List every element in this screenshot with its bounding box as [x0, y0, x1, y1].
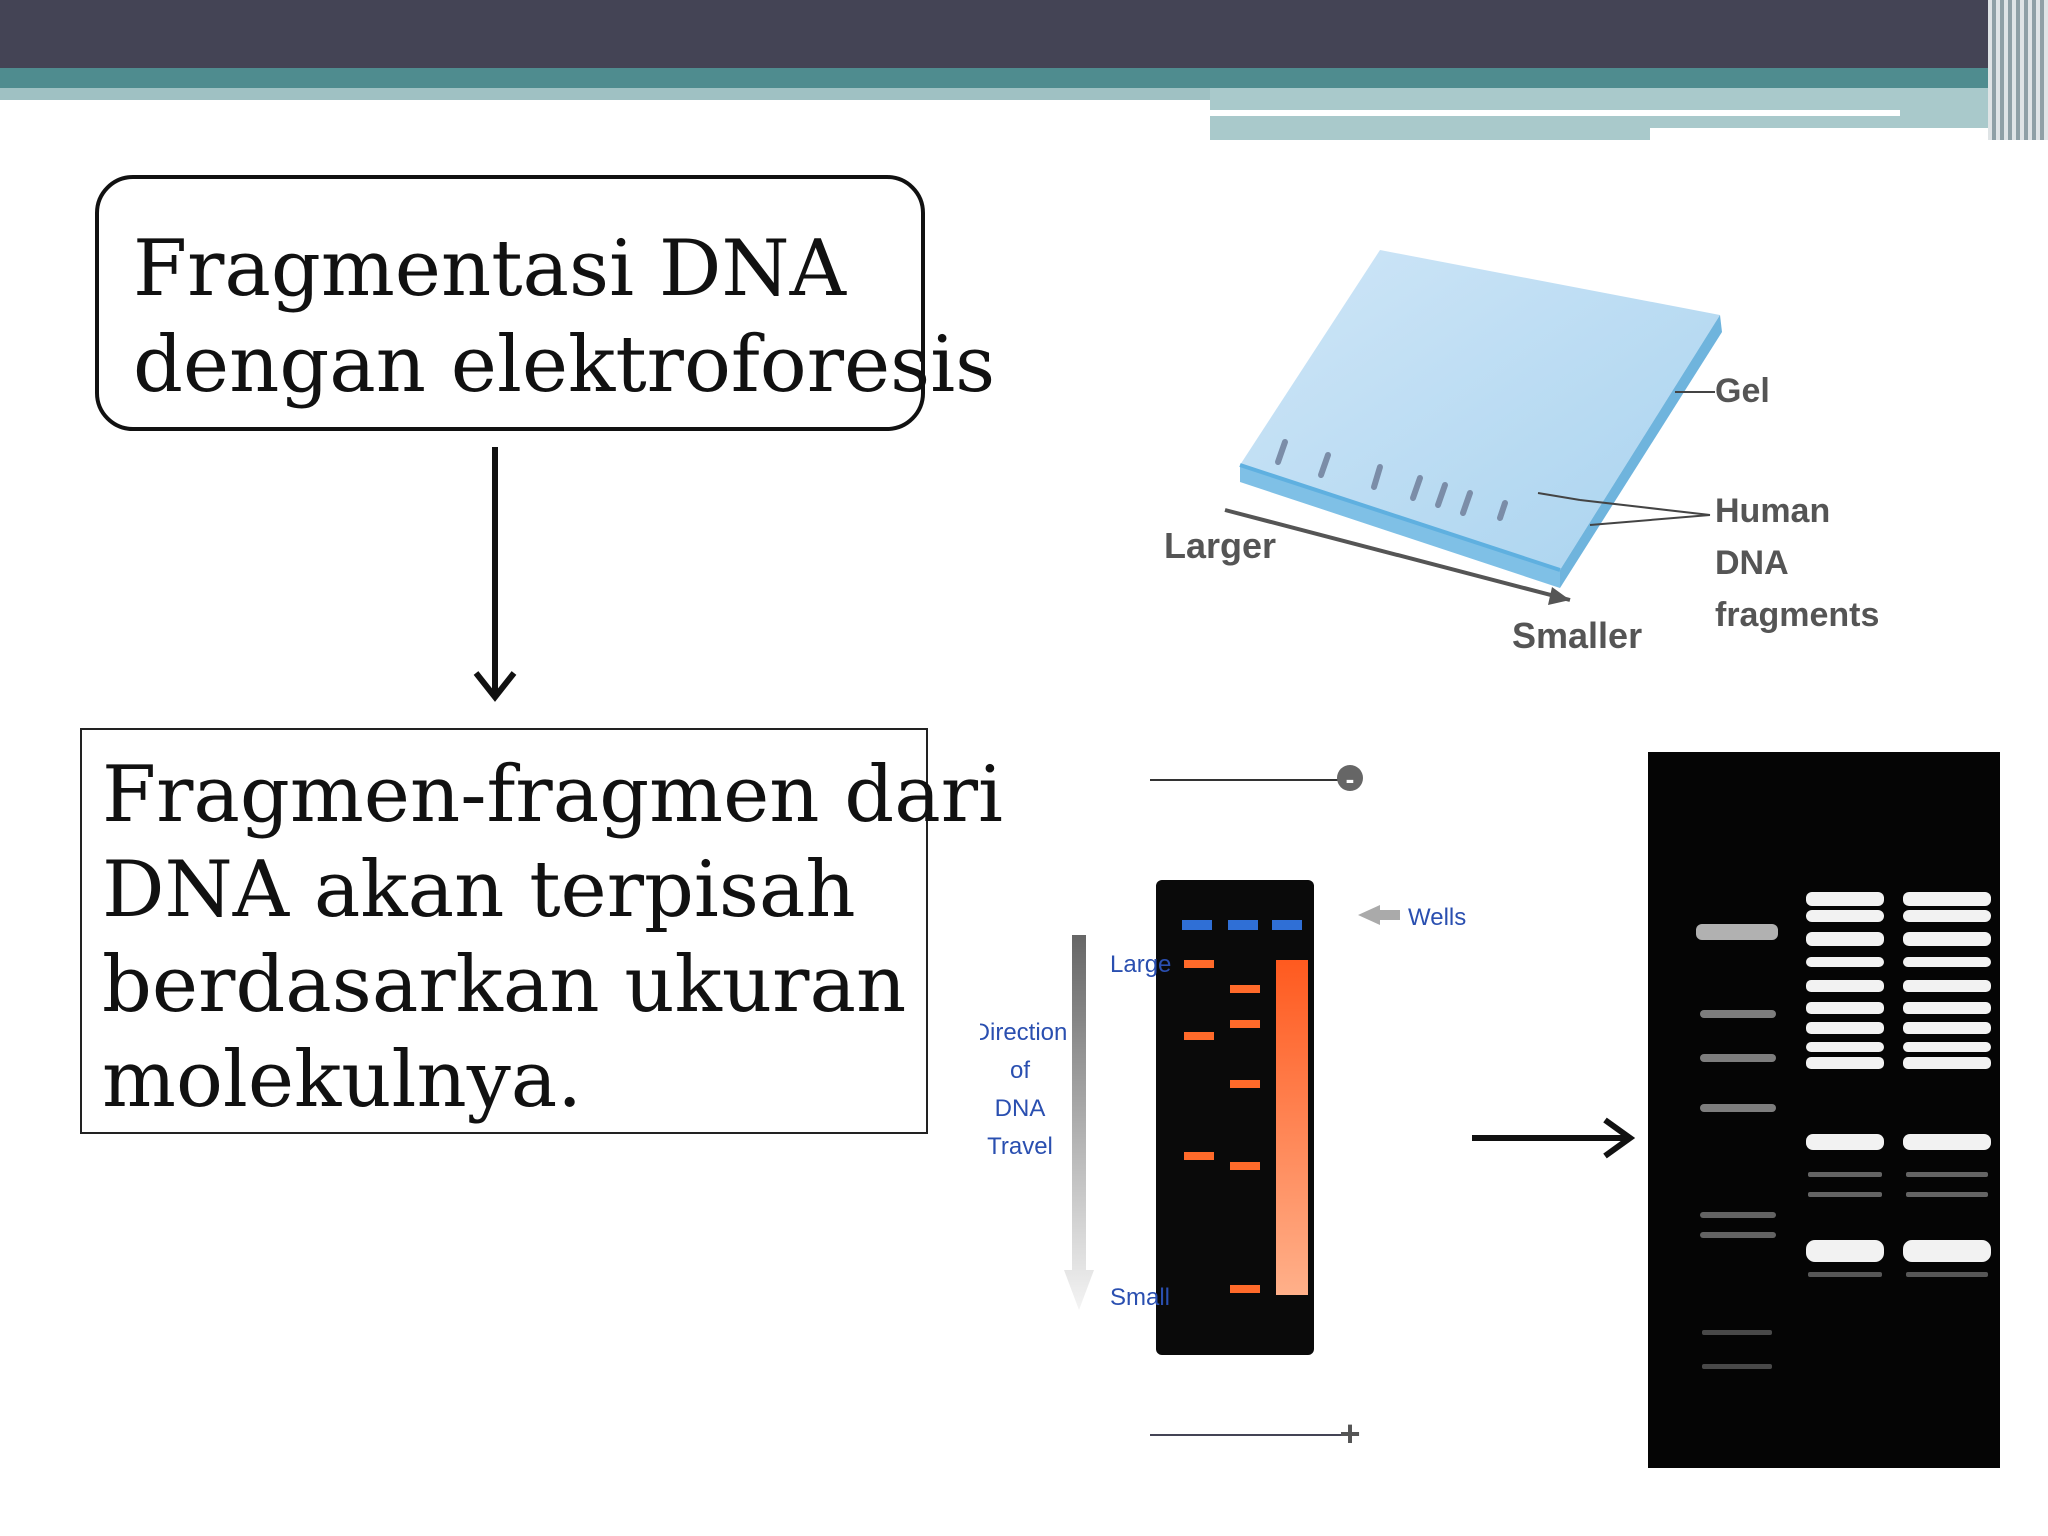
wells-arrow-icon [1358, 905, 1400, 925]
band [1230, 1162, 1260, 1170]
ladder-lane [1696, 924, 1778, 1369]
direction-arrow-icon [1064, 935, 1094, 1310]
direction-label-2: of [1010, 1057, 1030, 1084]
fragments-label-1: Human [1715, 492, 1830, 530]
header-stripes [1988, 0, 2048, 140]
header-line-white-2 [1650, 128, 2010, 140]
sample-lane-2 [1903, 892, 1991, 1277]
box-fragmen-line4: molekulnya. [102, 1035, 583, 1125]
gel-label: Gel [1715, 372, 1770, 410]
box-fragmentasi-line1: Fragmentasi DNA [133, 224, 846, 314]
band [1230, 1020, 1260, 1028]
sample-lane-1 [1806, 892, 1884, 1277]
band [1184, 1152, 1214, 1160]
direction-label-3: DNA [995, 1095, 1046, 1122]
box-fragmen: Fragmen-fragmen dari DNA akan terpisah b… [80, 728, 1003, 1134]
fragments-label-3: fragments [1715, 596, 1879, 634]
box-fragmentasi-line2: dengan elektroforesis [133, 320, 996, 410]
header-bar-teal [0, 68, 2048, 88]
band [1184, 1032, 1214, 1040]
negative-terminal-label: - [1346, 764, 1355, 794]
fragments-pointer-line [1537, 492, 1581, 501]
larger-label: Larger [1164, 525, 1276, 566]
direction-label-4: Travel [987, 1133, 1053, 1160]
header-line-white [1210, 110, 1900, 116]
box-fragmentasi: Fragmentasi DNA dengan elektroforesis [95, 175, 996, 431]
box-fragmen-line3: berdasarkan ukuran [102, 940, 907, 1030]
right-arrow-icon [1472, 1117, 1635, 1159]
small-label: Small [1110, 1284, 1170, 1311]
gel-box [1156, 880, 1314, 1355]
electrophoresis-diagram: - + Large Small Direction of DNA Travel … [980, 764, 1466, 1450]
gel-wells [1275, 439, 1508, 521]
negative-terminal-icon [1337, 765, 1363, 791]
wells-label: Wells [1408, 904, 1466, 931]
header-bar-dark [0, 0, 2048, 68]
box-fragmen-line2: DNA akan terpisah [102, 845, 856, 935]
box-fragmen-line1: Fragmen-fragmen dari [102, 750, 1003, 840]
down-arrow-icon [473, 447, 517, 702]
header-bar-light [0, 88, 1210, 100]
large-label: Large [1110, 951, 1171, 978]
dna-smear [1276, 960, 1308, 1295]
band [1230, 1285, 1260, 1293]
band [1230, 1080, 1260, 1088]
smaller-label: Smaller [1512, 615, 1642, 656]
direction-label-1: Direction [980, 1019, 1067, 1046]
band [1184, 960, 1214, 968]
gel-wells-top [1182, 920, 1302, 930]
gel-slab [1239, 250, 1722, 588]
fragments-label-2: DNA [1715, 544, 1789, 582]
gel-slab-diagram: Gel Human DNA fragments Larger Smaller [1164, 250, 1879, 656]
size-direction-arrow-icon [1224, 508, 1571, 602]
gel-photo [1648, 752, 2000, 1468]
positive-terminal-label: + [1339, 1413, 1360, 1450]
dna-bands [1184, 960, 1260, 1293]
band [1230, 985, 1260, 993]
